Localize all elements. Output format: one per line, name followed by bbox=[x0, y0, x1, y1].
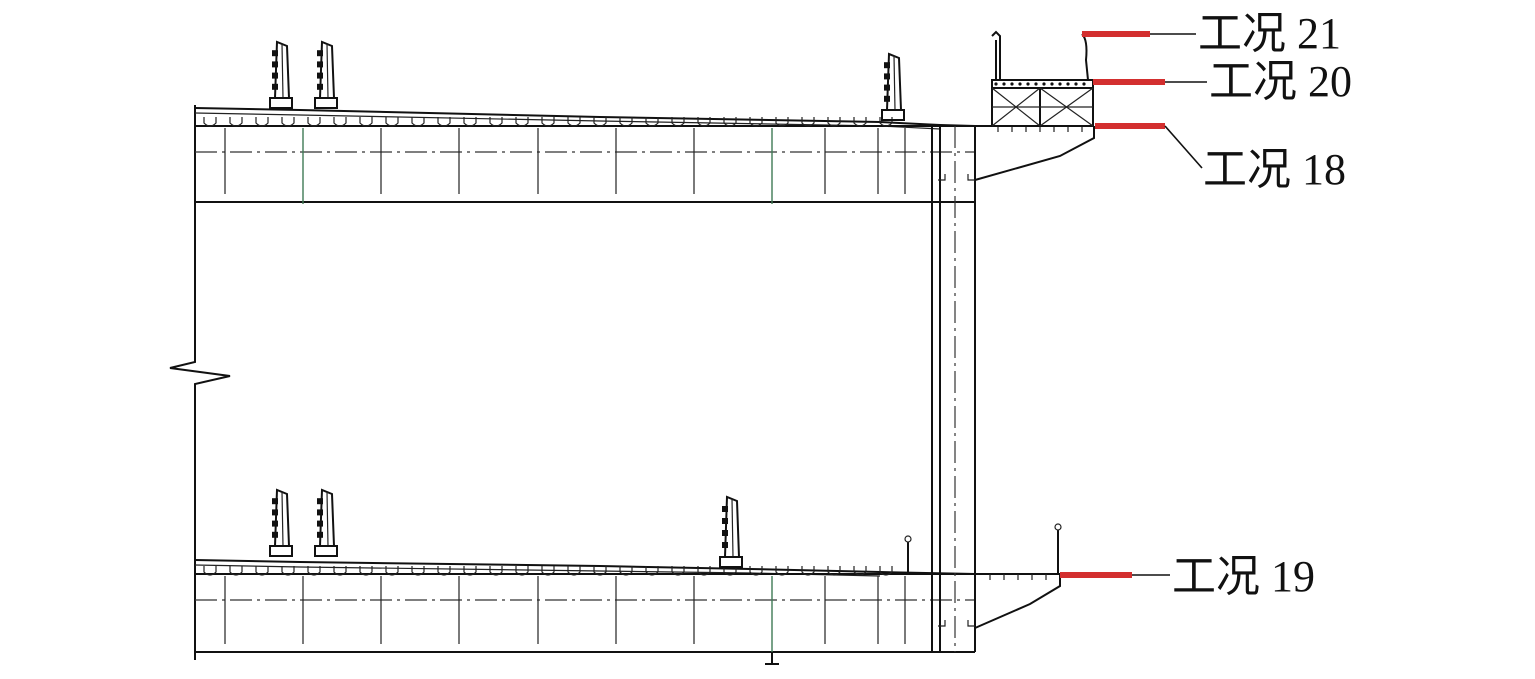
lower-u-ribs bbox=[203, 566, 893, 576]
u-rib bbox=[541, 566, 555, 576]
u-rib bbox=[411, 117, 425, 127]
upper-deck bbox=[194, 107, 976, 204]
u-rib bbox=[593, 566, 607, 576]
u-rib bbox=[775, 117, 789, 127]
u-rib bbox=[645, 117, 659, 127]
u-rib bbox=[593, 117, 607, 127]
u-rib bbox=[697, 566, 711, 576]
u-rib bbox=[879, 117, 893, 127]
truss-dot bbox=[1082, 82, 1086, 86]
right-vertical-web bbox=[931, 126, 976, 652]
load-case-markers bbox=[1060, 31, 1165, 578]
u-rib bbox=[749, 117, 763, 127]
u-rib bbox=[255, 117, 269, 127]
u-rib bbox=[229, 117, 243, 127]
u-rib bbox=[515, 566, 529, 576]
label-case-19: 工况 19 bbox=[1172, 552, 1315, 601]
walkway-truss bbox=[991, 30, 1094, 127]
truss-dot bbox=[1002, 82, 1006, 86]
truss-dot bbox=[1050, 82, 1054, 86]
u-rib bbox=[411, 566, 425, 576]
u-rib bbox=[775, 566, 789, 576]
cable-anchor-fixtures bbox=[269, 40, 905, 568]
u-rib bbox=[385, 566, 399, 576]
u-rib bbox=[723, 566, 737, 576]
u-rib bbox=[463, 117, 477, 127]
truss-dot bbox=[1058, 82, 1062, 86]
anchor-fixture bbox=[269, 40, 293, 109]
u-rib bbox=[489, 117, 503, 127]
truss-dot bbox=[994, 82, 998, 86]
u-rib bbox=[307, 117, 321, 127]
truss-dot bbox=[1010, 82, 1014, 86]
u-rib bbox=[203, 117, 217, 127]
u-rib bbox=[203, 566, 217, 576]
label-case-20: 工况 20 bbox=[1209, 57, 1352, 106]
u-rib bbox=[489, 566, 503, 576]
u-rib bbox=[515, 117, 529, 127]
truss-dot bbox=[1026, 82, 1030, 86]
lower-deck bbox=[194, 559, 1060, 665]
left-boundary-line bbox=[169, 105, 231, 660]
truss-dot bbox=[1074, 82, 1078, 86]
lower-stiffeners bbox=[224, 576, 906, 654]
label-case-18: 工况 18 bbox=[1203, 145, 1346, 194]
u-rib bbox=[281, 566, 295, 576]
anchor-fixture bbox=[314, 488, 338, 557]
lower-cantilever-bracket bbox=[904, 523, 1062, 629]
u-rib bbox=[723, 117, 737, 127]
u-rib bbox=[333, 117, 347, 127]
u-rib bbox=[255, 566, 269, 576]
upper-stiffeners bbox=[224, 128, 906, 204]
anchor-fixture bbox=[314, 40, 338, 109]
u-rib bbox=[801, 117, 815, 127]
u-rib bbox=[671, 117, 685, 127]
u-rib bbox=[645, 566, 659, 576]
u-rib bbox=[359, 566, 373, 576]
label-case-21: 工况 21 bbox=[1198, 9, 1341, 58]
u-rib bbox=[879, 566, 893, 576]
u-rib bbox=[567, 117, 581, 127]
u-rib bbox=[437, 117, 451, 127]
upper-u-ribs bbox=[203, 117, 893, 127]
u-rib bbox=[827, 566, 841, 576]
u-rib bbox=[359, 117, 373, 127]
u-rib bbox=[333, 566, 347, 576]
bottom-section-marker bbox=[765, 652, 779, 665]
u-rib bbox=[801, 566, 815, 576]
anchor-fixture bbox=[881, 52, 905, 121]
u-rib bbox=[229, 566, 243, 576]
anchor-fixture bbox=[719, 495, 743, 568]
u-rib bbox=[281, 117, 295, 127]
u-rib bbox=[567, 566, 581, 576]
u-rib bbox=[749, 566, 763, 576]
truss-dot bbox=[1018, 82, 1022, 86]
u-rib bbox=[853, 566, 867, 576]
truss-dot bbox=[1042, 82, 1046, 86]
u-rib bbox=[671, 566, 685, 576]
u-rib bbox=[541, 117, 555, 127]
u-rib bbox=[827, 117, 841, 127]
leader-lines bbox=[1132, 33, 1207, 576]
u-rib bbox=[307, 566, 321, 576]
u-rib bbox=[619, 117, 633, 127]
truss-dot bbox=[1066, 82, 1070, 86]
u-rib bbox=[437, 566, 451, 576]
u-rib bbox=[697, 117, 711, 127]
u-rib bbox=[385, 117, 399, 127]
u-rib bbox=[619, 566, 633, 576]
anchor-fixture bbox=[269, 488, 293, 557]
upper-cantilever-bracket bbox=[974, 125, 1095, 181]
u-rib bbox=[463, 566, 477, 576]
u-rib bbox=[853, 117, 867, 127]
truss-dot bbox=[1034, 82, 1038, 86]
